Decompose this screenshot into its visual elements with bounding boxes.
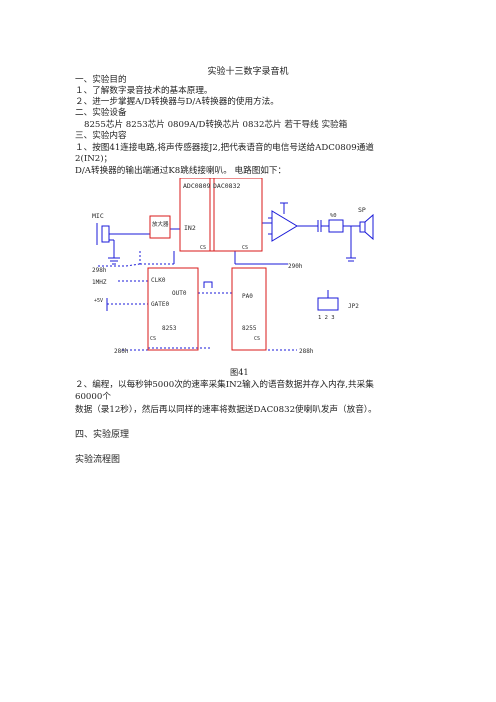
content-item-2: ２、编程，以每秒钟5000次的速率采集IN2输入的语音数据并存入内存,共采集 xyxy=(75,380,374,390)
label-280h: 280h xyxy=(114,348,129,355)
heading-equipment: 二、实验设备 xyxy=(75,108,127,118)
purpose-item-1: １、了解数字录音技术的基本原理。 xyxy=(75,86,213,96)
label-pot: %0 xyxy=(330,213,337,219)
label-290h: 290h xyxy=(288,263,303,270)
label-8255-cs: CS xyxy=(254,336,260,342)
purpose-item-2: ２、进一步掌握A/D转换器与D/A转换器的使用方法。 xyxy=(75,97,279,107)
label-in2: IN2 xyxy=(184,224,196,232)
label-1mhz: 1MHZ xyxy=(92,279,107,286)
label-mic: MIC xyxy=(92,212,104,220)
heading-purpose: 一、实验目的 xyxy=(75,75,127,85)
label-8255: 8255 xyxy=(242,325,257,332)
label-clk0: CLK0 xyxy=(151,277,166,284)
flowchart-label: 实验流程图 xyxy=(75,455,121,465)
label-298h: 298h xyxy=(92,267,107,274)
chip-8253-box xyxy=(147,267,199,351)
figure-caption: 图41 xyxy=(230,367,249,377)
label-amp: 放大器 xyxy=(152,220,169,228)
label-8253: 8253 xyxy=(162,325,177,332)
content-item-1: １、按图41连接电路,将声传感器接J2,把代表语音的电信号送给ADC0809通道 xyxy=(75,143,374,153)
heading-principle: 四、实验原理 xyxy=(75,430,130,440)
content-item-2-end: 数据（录12秒），然后再以同样的速率将数据送DAC0832使喇叭发声（放音）。 xyxy=(75,405,377,415)
label-adc-cs: CS xyxy=(200,245,206,251)
equipment-list: 8255芯片 8253芯片 0809A/D转换芯片 0832芯片 若干导线 实验… xyxy=(84,120,348,130)
content-item-2-cont: 60000个 xyxy=(75,392,111,402)
content-item-1-dac: D/A转换器的输出端通过K8跳线接喇叭。 电路图如下： xyxy=(75,166,287,176)
chip-8255-box xyxy=(231,267,267,351)
label-gate0: GATE0 xyxy=(151,301,169,308)
label-jp-pins: 1 2 3 xyxy=(318,315,335,321)
adc0809-box xyxy=(179,178,215,252)
dac0832-box xyxy=(209,178,263,252)
heading-content: 三、实验内容 xyxy=(75,131,127,141)
label-dac-cs: CS xyxy=(242,245,248,251)
content-item-1-cont: 2(IN2)； xyxy=(75,154,113,164)
label-288h: 288h xyxy=(299,348,314,355)
label-adc: ADC0809 xyxy=(183,182,210,190)
circuit-diagram: MIC 放大器 ADC0809 IN2 CS DAC0832 CS %0 SP … xyxy=(92,178,374,355)
label-8253-cs: CS xyxy=(150,336,156,342)
label-dac: DAC0832 xyxy=(213,182,240,190)
amplifier-box xyxy=(149,215,171,239)
label-out0: OUT0 xyxy=(172,290,187,297)
label-pa0: PA0 xyxy=(242,293,253,300)
label-jp2: JP2 xyxy=(348,303,359,310)
label-vcc: +5V xyxy=(94,298,103,304)
mic-symbol xyxy=(101,225,110,243)
label-sp: SP xyxy=(358,206,366,214)
page-title: 实验十三数字录音机 xyxy=(207,67,289,77)
